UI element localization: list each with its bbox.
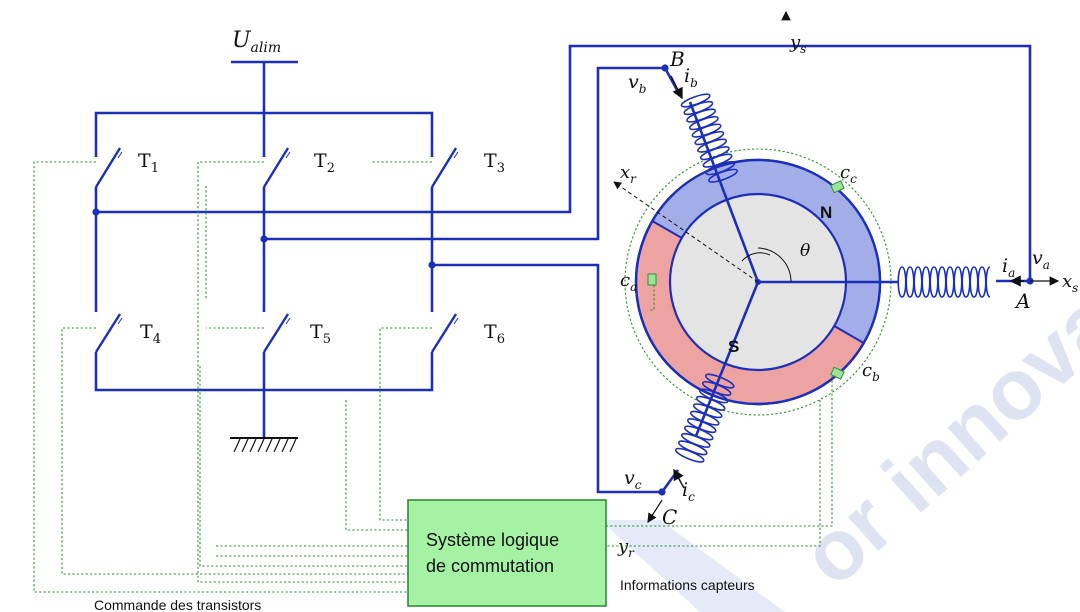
sensor-cb	[830, 366, 845, 380]
va-label: va	[1032, 247, 1050, 272]
transistor-command-caption: Commande des transistors	[94, 597, 261, 612]
vc-label: vc	[624, 467, 642, 492]
gate-command-lines	[33, 161, 432, 593]
supply-label: Ualim	[232, 28, 281, 56]
coil-b	[680, 93, 738, 183]
xs-label: xs	[1062, 271, 1078, 295]
logic-box	[407, 499, 607, 607]
gate-marks	[117, 151, 459, 325]
logic-box-line2: de commutation	[426, 556, 554, 576]
logic-box-line1: Système logique	[426, 530, 559, 550]
vb-label: vb	[628, 71, 646, 96]
transistor-label-t4: T4	[140, 321, 161, 347]
ic-label: ic	[682, 479, 695, 504]
sensor-feedback-lines	[216, 285, 833, 557]
ib-arrow	[670, 75, 683, 100]
transistor-label-t3: T3	[484, 150, 505, 176]
motor	[624, 101, 899, 437]
ys-label: ys	[789, 32, 806, 56]
xr-axis-arrow	[613, 181, 759, 283]
coil-a	[897, 266, 991, 298]
sensor-cb-label: cb	[862, 360, 880, 384]
ic-arrow	[673, 468, 685, 489]
xr-label: xr	[620, 162, 637, 186]
terminal-a-label: A	[1014, 289, 1030, 313]
ia-label: ia	[1002, 255, 1015, 280]
sensor-cc	[830, 180, 845, 194]
north-label: N	[820, 203, 832, 222]
theta-arc	[757, 247, 792, 283]
phase-wiring	[96, 44, 1034, 496]
transistor-label-t1: T1	[138, 150, 159, 176]
south-label: S	[728, 337, 739, 356]
transistor-label-t2: T2	[314, 150, 335, 176]
terminal-c-label: C	[662, 505, 677, 529]
sensor-ca-label: ca	[620, 270, 637, 294]
watermark-stripe	[600, 520, 785, 612]
ib-label: ib	[684, 65, 698, 90]
transistor-label-t5: T5	[310, 321, 331, 347]
yr-axis-arrow	[647, 499, 663, 524]
ground-icon	[230, 437, 298, 453]
inverter-bridge	[92, 111, 458, 438]
sensor-info-caption: Informations capteurs	[620, 577, 755, 593]
terminal-b-label: B	[669, 47, 685, 71]
supply-symbol	[231, 60, 298, 113]
transistor-label-t6: T6	[484, 321, 505, 347]
yr-label: yr	[617, 536, 635, 560]
theta-label: θ	[800, 241, 810, 261]
coil-c	[675, 373, 735, 463]
sensor-cc-label: cc	[840, 162, 857, 186]
sensor-ca	[647, 273, 657, 286]
